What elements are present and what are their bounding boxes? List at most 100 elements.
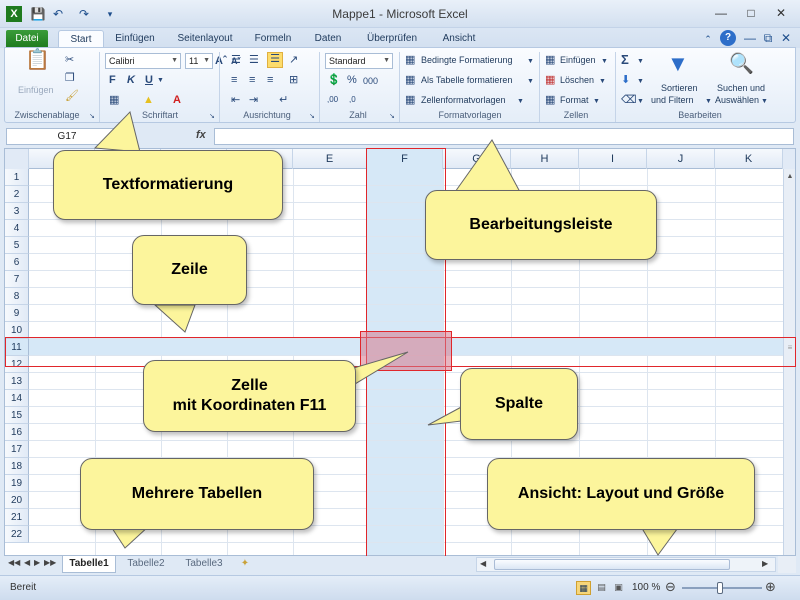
underline-button[interactable]: U [145,74,153,86]
align-center-icon[interactable]: ≡ [249,74,256,86]
alignment-launcher-icon[interactable]: ↘ [309,113,315,120]
autosum-icon[interactable]: Σ [621,52,629,67]
format-cells-button[interactable]: Format [560,95,589,105]
format-as-table-button[interactable]: Als Tabelle formatieren [421,75,513,85]
previous-sheet-icon[interactable]: ◀ [24,558,31,567]
row-header[interactable]: 6 [5,254,29,271]
redo-icon[interactable]: ↷ [78,7,90,21]
row-header[interactable]: 1 [5,169,29,186]
align-top-icon[interactable]: ☰ [231,54,241,66]
cut-icon[interactable]: ✂ [65,54,75,66]
merge-cells-icon[interactable]: ⊞ [289,74,299,86]
column-header-g[interactable]: G [443,149,511,169]
page-layout-view-icon[interactable]: ▤ [597,582,606,592]
number-launcher-icon[interactable]: ↘ [389,113,395,120]
clipboard-launcher-icon[interactable]: ↘ [89,113,95,120]
zoom-slider-thumb[interactable] [717,582,723,594]
customize-qat-icon[interactable]: ▾ [107,9,113,19]
binoculars-icon[interactable]: 🔍 [729,53,754,75]
select-all-button[interactable] [5,149,29,169]
fill-color-icon[interactable]: ▲ [143,94,154,106]
cell-styles-icon[interactable]: ▦ [405,94,416,106]
tab-data[interactable]: Daten [314,33,342,44]
help-icon[interactable]: ? [720,30,736,46]
currency-icon[interactable]: 💲 [327,74,341,86]
chevron-down-icon[interactable]: ▼ [637,78,644,85]
tab-formulas[interactable]: Formeln [254,33,292,44]
row-header[interactable]: 2 [5,186,29,203]
horizontal-scroll-thumb[interactable] [494,559,730,570]
font-launcher-icon[interactable]: ↘ [209,113,215,120]
zoom-out-icon[interactable]: ⊖ [665,579,676,594]
scroll-right-icon[interactable]: ▶ [762,559,769,568]
border-icon[interactable]: ▦ [109,94,120,106]
increase-indent-icon[interactable]: ⇥ [249,94,259,106]
doc-minimize-button[interactable]: — [744,31,756,45]
scroll-left-icon[interactable]: ◀ [480,559,487,568]
doc-restore-button[interactable]: ⧉ [763,31,773,45]
row-header[interactable]: 9 [5,305,29,322]
minimize-button[interactable]: — [715,6,727,20]
copy-icon[interactable]: ❐ [65,72,75,84]
row-header[interactable]: 3 [5,203,29,220]
thousands-separator-icon[interactable]: 000 [363,76,379,86]
tab-page-layout[interactable]: Seitenlayout [177,33,233,44]
normal-view-icon[interactable]: ▦ [576,581,591,595]
scroll-thumb-grip-icon[interactable]: ≡ [787,343,793,352]
insert-cells-icon[interactable]: ▦ [545,54,556,66]
row-header[interactable]: 21 [5,509,29,526]
tab-view[interactable]: Ansicht [442,33,476,44]
row-header[interactable]: 18 [5,458,29,475]
align-right-icon[interactable]: ≡ [267,74,274,86]
row-header[interactable]: 20 [5,492,29,509]
chevron-down-icon[interactable]: ▼ [637,98,644,105]
sheet-tab-tabelle1[interactable]: Tabelle1 [62,556,116,573]
chevron-down-icon[interactable]: ▼ [637,58,644,65]
format-as-table-icon[interactable]: ▦ [405,74,416,86]
row-header[interactable]: 12 [5,356,29,373]
vertical-scrollbar-top[interactable] [783,149,795,169]
tab-start[interactable]: Start [58,30,104,48]
page-break-view-icon[interactable]: ▣ [614,582,623,592]
row-header[interactable]: 5 [5,237,29,254]
insert-cells-button[interactable]: Einfügen [560,55,596,65]
orientation-icon[interactable]: ↗ [289,54,299,66]
increase-decimal-icon[interactable]: ,00 [327,95,339,104]
row-header[interactable]: 15 [5,407,29,424]
sort-filter-label-1[interactable]: Sortieren [661,83,698,93]
row-header[interactable]: 17 [5,441,29,458]
maximize-button[interactable]: □ [747,6,755,20]
close-button[interactable]: ✕ [775,6,787,20]
bold-button[interactable]: F [109,74,116,86]
format-painter-icon[interactable]: 🖌 [65,90,79,102]
find-select-label-1[interactable]: Suchen und [717,83,766,93]
font-color-icon[interactable]: A [173,94,181,106]
fill-icon[interactable]: ⬇ [621,74,631,86]
first-sheet-icon[interactable]: ◀◀ [8,558,21,567]
conditional-format-button[interactable]: Bedingte Formatierung [421,55,513,65]
find-select-label-2[interactable]: Auswählen [715,95,760,105]
sheet-tab-tabelle2[interactable]: Tabelle2 [127,558,165,569]
vertical-scrollbar[interactable] [783,169,795,555]
sheet-tab-tabelle3[interactable]: Tabelle3 [185,558,223,569]
row-header[interactable]: 4 [5,220,29,237]
undo-icon[interactable]: ↶ [52,7,64,21]
conditional-format-icon[interactable]: ▦ [405,54,416,66]
row-header[interactable]: 14 [5,390,29,407]
sort-filter-icon[interactable]: ▼ [667,51,689,76]
delete-cells-button[interactable]: Löschen [560,75,595,85]
save-icon[interactable]: 💾 [30,7,46,21]
format-cells-icon[interactable]: ▦ [545,94,556,106]
cell-styles-button[interactable]: Zellenformatvorlagen [421,95,506,105]
row-header[interactable]: 7 [5,271,29,288]
column-header-f[interactable]: F [367,149,443,169]
tab-file[interactable]: Datei [6,30,48,48]
row-header[interactable]: 11 [5,339,29,356]
row-header[interactable]: 8 [5,288,29,305]
paste-label[interactable]: Einfügen [18,85,54,95]
number-format-combo[interactable]: Standard▼ [325,53,393,69]
last-sheet-icon[interactable]: ▶▶ [44,558,57,567]
zoom-in-icon[interactable]: ⊕ [765,579,776,594]
doc-close-button[interactable]: ✕ [780,31,792,45]
next-sheet-icon[interactable]: ▶ [34,558,41,567]
